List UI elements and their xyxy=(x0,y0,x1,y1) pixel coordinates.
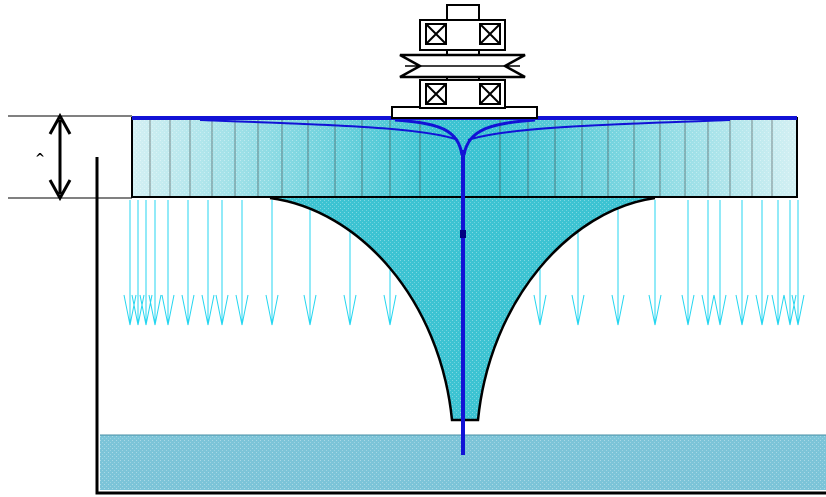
dimension-label: ^ xyxy=(35,151,45,165)
bearing-icon xyxy=(425,83,447,105)
droplet-arrow xyxy=(161,200,175,326)
bearing-icon xyxy=(425,23,447,45)
droplet-arrow xyxy=(755,200,769,326)
pulley-icon xyxy=(399,53,526,79)
droplet-arrow xyxy=(201,200,215,326)
droplet-arrow xyxy=(148,200,162,326)
droplet-arrow xyxy=(648,200,662,326)
disk-segments xyxy=(149,120,773,196)
drive-assembly xyxy=(391,4,538,119)
vessel-wall xyxy=(95,157,826,495)
droplet-arrow xyxy=(235,200,249,326)
droplet-arrow xyxy=(215,200,229,326)
dimension-arrow-up-icon xyxy=(48,112,72,135)
droplet-arrow xyxy=(771,200,785,326)
droplet-arrow xyxy=(611,200,625,326)
droplet-arrow xyxy=(701,200,715,326)
droplet-arrow xyxy=(735,200,749,326)
droplet-arrow xyxy=(265,200,279,326)
droplet-arrows xyxy=(123,200,805,326)
droplet-arrow xyxy=(303,200,317,326)
streamlines xyxy=(132,116,797,455)
bearing-icon xyxy=(479,23,501,45)
droplet-arrow xyxy=(681,200,695,326)
droplet-arrow xyxy=(139,200,153,326)
droplet-arrow xyxy=(181,200,195,326)
droplet-arrow xyxy=(791,200,805,326)
droplet-arrow xyxy=(713,200,727,326)
thickness-dimension: ^ xyxy=(8,112,132,202)
dimension-arrow-down-icon xyxy=(48,179,72,202)
bearing-icon xyxy=(479,83,501,105)
